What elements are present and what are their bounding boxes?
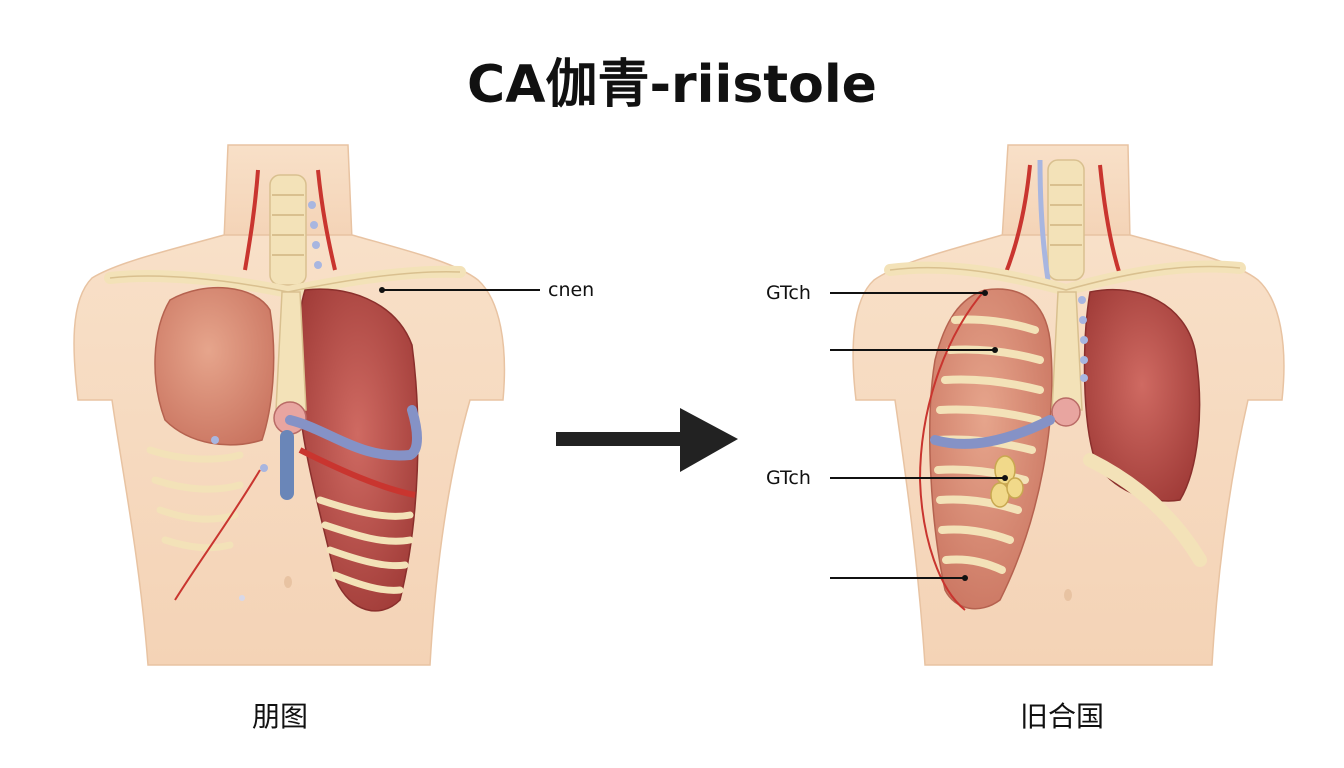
left-callout-label: cnen bbox=[548, 279, 595, 301]
right-callout-label-2: GTch bbox=[766, 467, 811, 489]
right-callout-label-1: GTch bbox=[766, 282, 811, 304]
diagram-title: CA伽青-riistole bbox=[467, 55, 877, 115]
right-caption: 旧合国 bbox=[1020, 700, 1105, 733]
arrow-icon bbox=[556, 408, 738, 472]
left-torso bbox=[73, 144, 506, 666]
right-callout-lines bbox=[830, 292, 1005, 579]
right-torso bbox=[852, 144, 1285, 666]
left-caption: 朋图 bbox=[252, 700, 309, 733]
left-vertebrae bbox=[269, 174, 307, 286]
